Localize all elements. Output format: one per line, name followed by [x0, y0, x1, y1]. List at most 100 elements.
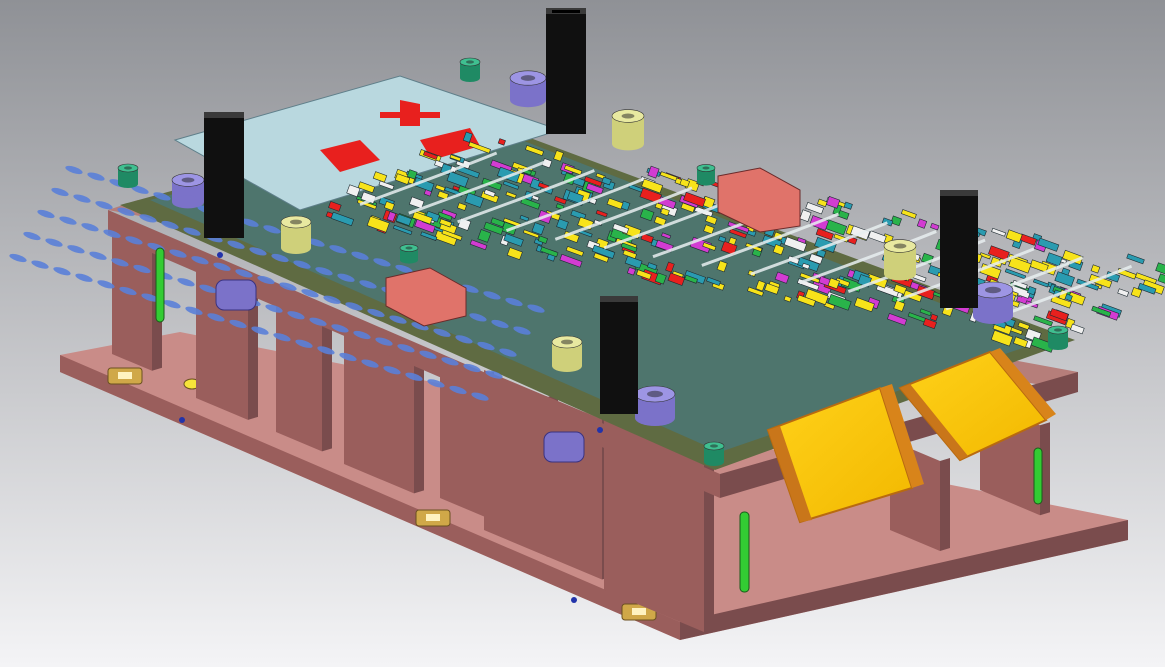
die-insert: [522, 229, 540, 239]
die-insert: [346, 184, 361, 198]
die-insert: [1126, 253, 1145, 265]
die-insert: [987, 245, 1010, 261]
strip-blank: [309, 317, 327, 326]
die-insert: [929, 313, 939, 322]
strip-blank: [45, 238, 63, 247]
strip-blank: [469, 313, 487, 322]
strip-blank: [111, 258, 129, 267]
strip-blank: [411, 322, 429, 331]
die-insert: [506, 247, 523, 261]
die-insert: [622, 249, 638, 260]
die-insert: [446, 171, 469, 188]
die-insert: [653, 215, 667, 227]
die-insert: [1045, 252, 1063, 267]
die-insert: [570, 209, 587, 221]
guide-bushing-4: [634, 385, 676, 426]
formed-strip-segment: [457, 169, 595, 224]
stop-block-4: [551, 335, 583, 372]
die-insert: [553, 150, 564, 162]
die-insert: [816, 248, 827, 258]
die-insert: [601, 176, 612, 186]
die-insert: [462, 131, 473, 143]
die-insert: [661, 232, 672, 240]
strip-blank: [199, 284, 217, 293]
die-insert: [565, 246, 584, 257]
strip-blank: [117, 207, 135, 216]
die-insert: [477, 229, 492, 243]
die-insert: [654, 272, 667, 285]
die-insert: [815, 228, 834, 241]
strip-blank: [263, 225, 281, 234]
die-insert: [772, 244, 785, 256]
die-insert: [667, 272, 686, 286]
strip-blank: [353, 330, 371, 340]
strip-blank: [383, 366, 401, 375]
die-insert: [502, 180, 520, 190]
part-chute-2: [898, 348, 1056, 462]
die-insert: [755, 280, 766, 292]
die-insert: [893, 300, 906, 312]
strip-blank: [323, 295, 341, 304]
strip-blank: [307, 238, 325, 247]
die-insert: [764, 282, 780, 295]
strip-blank: [315, 267, 333, 276]
guide-bushing-2: [171, 173, 205, 209]
die-insert: [435, 184, 446, 192]
die-insert: [1090, 264, 1101, 274]
formed-strip-segment: [798, 230, 937, 285]
pin-6: [399, 244, 419, 264]
strip-blank: [265, 304, 283, 313]
strip-blank: [89, 251, 107, 260]
strip-blank: [389, 315, 407, 324]
die-insert: [1054, 271, 1075, 287]
guide-pillar-4: [600, 296, 638, 414]
strip-blank: [427, 379, 445, 388]
die-insert: [520, 197, 541, 210]
strip-blank: [67, 245, 85, 254]
strip-blank: [51, 187, 69, 197]
strip-blank: [23, 231, 41, 241]
strip-blank: [463, 363, 481, 373]
die-insert: [1004, 268, 1027, 280]
bolt: [217, 252, 223, 258]
strip-blank: [229, 319, 247, 329]
die-insert: [922, 318, 937, 330]
guide-bushing-1: [509, 70, 547, 108]
strip-blank: [177, 278, 195, 287]
strip-blank: [59, 216, 77, 225]
strip-blank: [37, 209, 55, 219]
part-chute-1: [766, 384, 924, 524]
die-insert: [646, 262, 658, 271]
riser-1: [112, 234, 162, 371]
die-insert: [537, 235, 548, 244]
die-insert: [441, 229, 463, 241]
die-insert: [525, 145, 545, 157]
strip-blank: [317, 346, 335, 355]
strip-blank: [133, 264, 151, 274]
strip-blank: [293, 260, 311, 269]
strip-blank: [185, 306, 203, 315]
strip-blank: [251, 326, 269, 335]
die-insert: [716, 260, 728, 273]
strip-blank: [359, 280, 377, 289]
die-insert: [378, 180, 395, 191]
die-insert: [519, 214, 530, 222]
strip-blank: [81, 223, 99, 232]
strip-blank: [395, 264, 413, 274]
strip-blank: [53, 267, 71, 276]
pin-1: [459, 57, 481, 82]
die-insert: [919, 308, 932, 317]
die-insert: [1026, 286, 1037, 296]
die-insert: [595, 209, 608, 218]
die-insert: [660, 207, 670, 217]
formed-strip-segment: [750, 221, 888, 276]
die-insert: [665, 261, 675, 273]
die-insert: [437, 211, 453, 221]
strip-blank: [279, 282, 297, 291]
strip-blank: [153, 192, 171, 201]
die-insert: [497, 138, 506, 146]
die-insert: [679, 178, 690, 188]
strip-blank: [471, 392, 489, 401]
